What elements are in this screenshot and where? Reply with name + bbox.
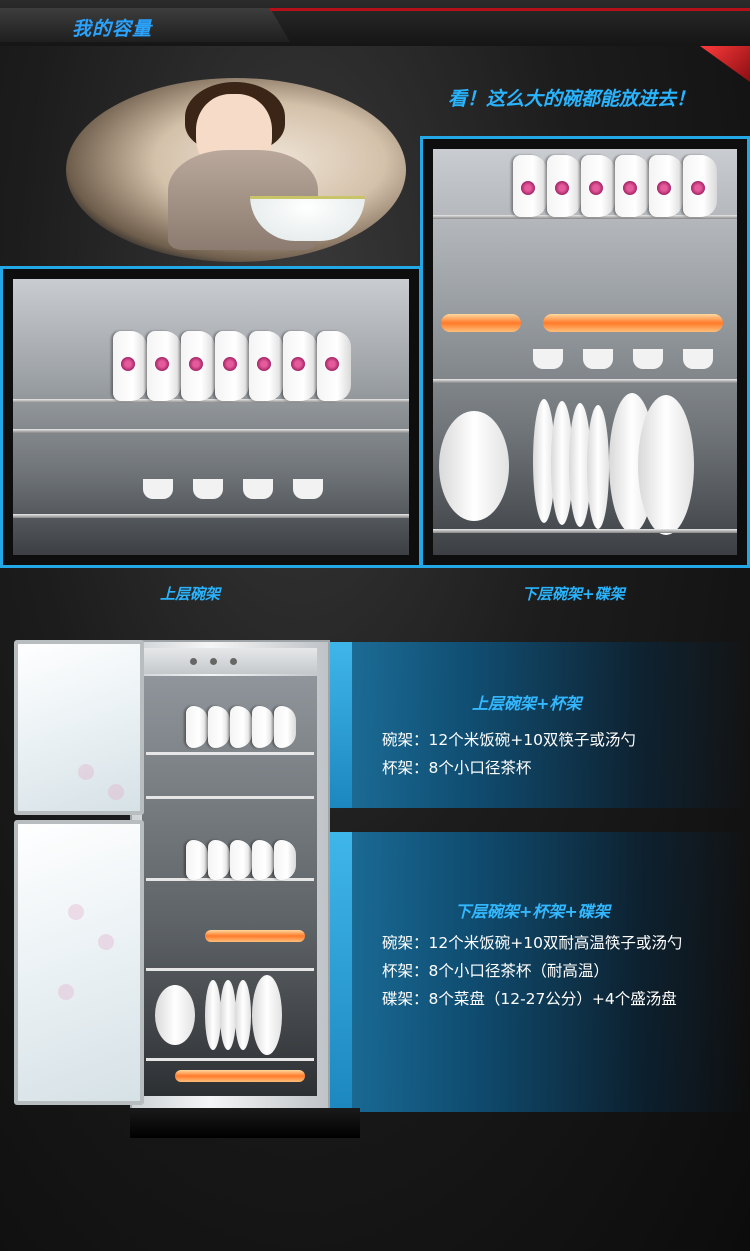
plate (220, 980, 236, 1050)
plate (533, 399, 555, 523)
bowl (147, 331, 181, 401)
bowl (186, 840, 208, 880)
bowl (649, 155, 683, 217)
bowl (230, 706, 252, 748)
upper-panel-line: 碗架：12个米饭碗+10双筷子或汤勺 (382, 731, 636, 749)
bowl (513, 155, 547, 217)
bowl (252, 840, 274, 880)
cup (193, 479, 223, 499)
upper-door[interactable] (14, 640, 144, 815)
section-header: 我的容量 (0, 0, 750, 46)
lower-info-panel (322, 832, 750, 1112)
bowl (547, 155, 581, 217)
cup (683, 349, 713, 369)
lower-door[interactable] (14, 820, 144, 1105)
bowl (581, 155, 615, 217)
upper-panel-line: 杯架：8个小口径茶杯 (382, 759, 532, 777)
bowl (230, 840, 252, 880)
plate (569, 403, 591, 527)
control-panel (142, 648, 317, 674)
plate (439, 411, 509, 521)
bowl (208, 840, 230, 880)
cup (293, 479, 323, 499)
bowl (186, 706, 208, 748)
bowl (683, 155, 717, 217)
bowl (317, 331, 351, 401)
heating-tube (543, 314, 723, 332)
plate (205, 980, 221, 1050)
heating-tube (175, 1070, 305, 1082)
header-tab (0, 8, 290, 42)
cup (243, 479, 273, 499)
bowl (113, 331, 147, 401)
bowl (252, 706, 274, 748)
plate (235, 980, 251, 1050)
lower-rack-photo-frame (420, 136, 750, 568)
header-accent-line (270, 8, 750, 11)
upper-rack-photo-frame (0, 266, 422, 568)
slogan-text: 看！这么大的碗都能放进去！ (448, 88, 696, 110)
bowl (283, 331, 317, 401)
bowl (274, 840, 296, 880)
bowl (274, 706, 296, 748)
lower-rack-photo (433, 149, 737, 555)
cup (143, 479, 173, 499)
bowl (181, 331, 215, 401)
cabinet-base (130, 1108, 360, 1138)
bowl (249, 331, 283, 401)
upper-panel-heading: 上层碗架+杯架 (472, 694, 582, 713)
plate (155, 985, 195, 1045)
lower-panel-line: 碟架：8个菜盘（12-27公分）+4个盛汤盘 (382, 990, 677, 1008)
cup (533, 349, 563, 369)
upper-info-panel (322, 642, 750, 808)
bowl (208, 706, 230, 748)
plate (252, 975, 282, 1055)
bowl (215, 331, 249, 401)
upper-rack-caption: 上层碗架 (160, 585, 221, 603)
lower-panel-line: 杯架：8个小口径茶杯（耐高温） (382, 962, 609, 980)
indicator-light (230, 658, 237, 665)
bowl (615, 155, 649, 217)
upper-rack-photo (13, 279, 409, 555)
cup (633, 349, 663, 369)
heating-tube (441, 314, 521, 332)
lower-panel-line: 碗架：12个米饭碗+10双耐高温筷子或汤勺 (382, 934, 683, 952)
lower-rack-caption: 下层碗架+碟架 (522, 585, 625, 603)
indicator-light (210, 658, 217, 665)
indicator-light (190, 658, 197, 665)
section-title: 我的容量 (72, 18, 153, 40)
cup (583, 349, 613, 369)
heating-tube (205, 930, 305, 942)
corner-decoration (700, 46, 750, 82)
lower-panel-heading: 下层碗架+杯架+碟架 (455, 902, 610, 921)
plate (587, 405, 609, 529)
plate (638, 395, 694, 535)
plate (551, 401, 573, 525)
